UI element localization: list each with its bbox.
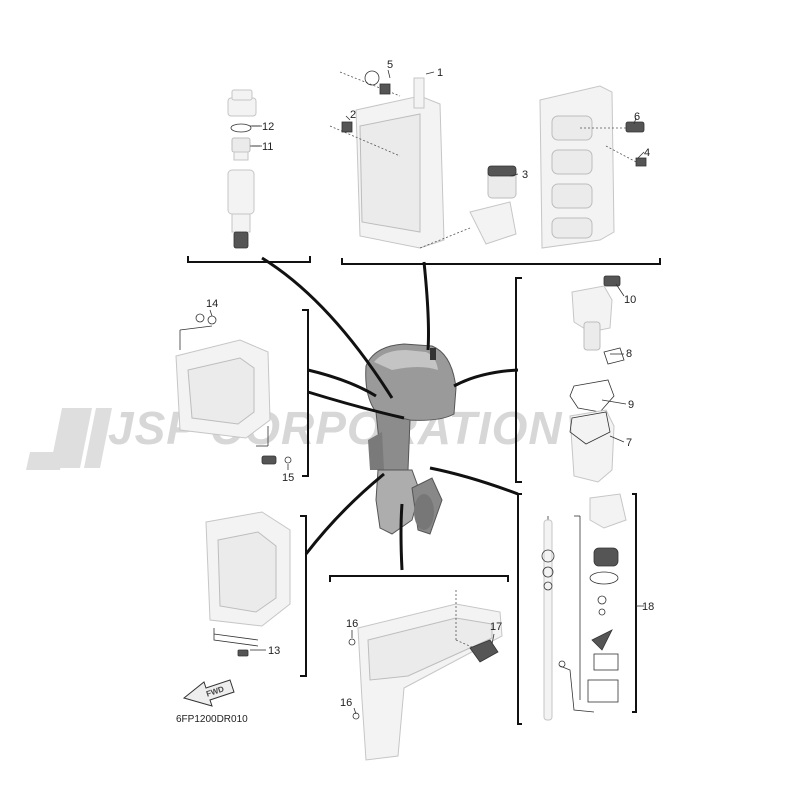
- callout-7: 7: [626, 437, 632, 449]
- callout-11: 11: [262, 141, 273, 153]
- outboard-motor: [365, 343, 457, 535]
- callout-18: 18: [642, 601, 654, 613]
- callout-8: 8: [626, 348, 632, 360]
- exhaust-housing-group: [175, 313, 292, 465]
- bracket-left-lower: [300, 515, 307, 677]
- swivel-bracket-group: [205, 511, 291, 657]
- leader-lines: [261, 256, 519, 571]
- callout-4: 4: [644, 147, 650, 159]
- bracket-top-left: [187, 256, 311, 263]
- powerhead-group: [329, 70, 517, 249]
- callout-leaders: [209, 69, 645, 715]
- drawing-code: 6FP1200DR010: [176, 714, 248, 725]
- callout-3: 3: [522, 169, 528, 181]
- bracket-bottom-center: [329, 575, 509, 582]
- water-pump-group: [541, 493, 627, 721]
- thermostat-group: [569, 275, 625, 483]
- callout-6: 6: [634, 111, 640, 123]
- callout-15: 15: [282, 472, 294, 484]
- callout-5: 5: [387, 59, 393, 71]
- callout-13: 13: [268, 645, 280, 657]
- callout-2: 2: [350, 109, 356, 121]
- callout-17: 17: [490, 621, 502, 633]
- watermark-text: JSP CORPORATION: [108, 402, 563, 454]
- callout-16-upper: 16: [346, 618, 358, 630]
- lower-casing-group: [348, 590, 503, 761]
- filter-assembly-group: [227, 89, 262, 249]
- callout-9: 9: [628, 399, 634, 411]
- bracket-right-lower-left: [517, 493, 522, 725]
- bracket-top-right: [341, 258, 661, 265]
- bracket-right-lower-right: [632, 493, 637, 713]
- callout-1: 1: [437, 67, 443, 79]
- callout-14: 14: [206, 298, 218, 310]
- callout-12: 12: [262, 121, 274, 133]
- fwd-arrow-icon: FWD: [182, 679, 235, 707]
- cylinder-head-group: [539, 85, 647, 249]
- callout-10: 10: [624, 294, 636, 306]
- bracket-right-middle: [515, 277, 522, 483]
- watermark: JSP CORPORATION: [26, 402, 563, 470]
- callout-16-lower: 16: [340, 697, 352, 709]
